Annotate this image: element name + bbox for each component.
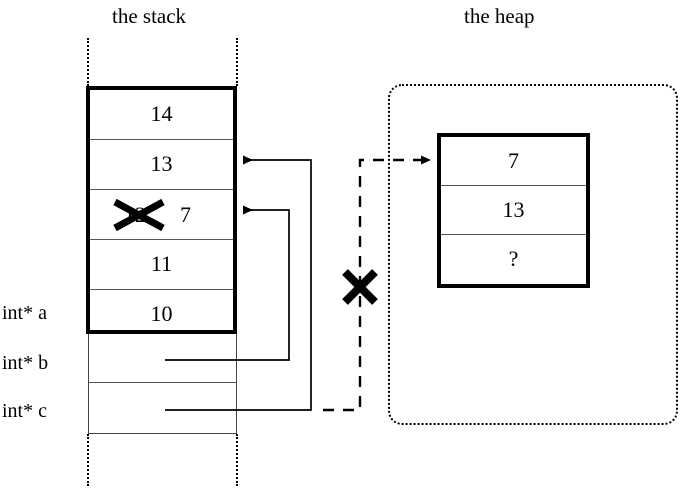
heap-cell-2: ? [441,235,586,284]
stack-title: the stack [112,4,187,28]
strikethrough-x-icon [113,198,165,232]
stack-cell-2-new-value: 7 [180,202,191,227]
heap-cell-1: 13 [441,186,586,235]
stack-cell-3: 11 [90,240,233,290]
stack-guide-right-top [236,38,238,86]
pointer-label-a: int* a [2,302,47,324]
stack-lower-cell-1 [89,383,236,432]
stack-guide-left-bottom [87,434,89,486]
stack-cell-1: 13 [90,140,233,190]
stack-cell-1-value: 13 [150,151,173,176]
heap-block: 7 13 ? [437,133,590,288]
pointer-label-b: int* b [2,352,49,374]
heap-cell-0-value: 7 [508,148,519,173]
heap-cell-2-value: ? [508,246,519,271]
stack-guide-right-bottom [236,434,238,486]
stack-cell-4: 10 [90,290,233,340]
heap-title: the heap [464,4,535,28]
stack-cell-3-value: 11 [150,251,173,276]
stack-frame: 14 13 12 7 11 10 [86,86,237,334]
stack-guide-left-top [87,38,89,86]
stack-cell-2: 12 7 [90,190,233,240]
stack-cell-4-value: 10 [150,301,173,326]
stack-cell-0-value: 14 [150,101,173,126]
heap-cell-1-value: 13 [502,197,525,222]
stack-lower-cells [88,334,237,434]
heap-cell-0: 7 [441,137,586,186]
pointer-label-c: int* c [2,400,47,422]
stack-cell-0: 14 [90,90,233,140]
stack-lower-cell-0 [89,334,236,383]
invalidated-pointer-x-icon [342,269,378,305]
